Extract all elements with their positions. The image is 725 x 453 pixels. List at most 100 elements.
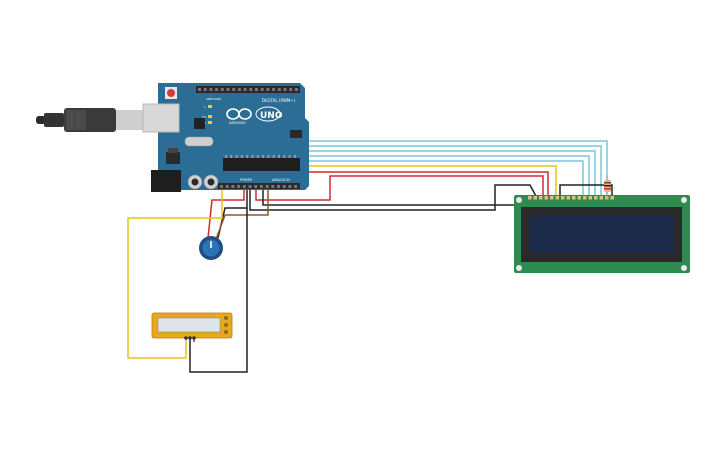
digital-pin-7[interactable] [232,88,236,91]
digital-pin-13[interactable] [266,88,270,91]
digital-pin-12[interactable] [260,88,264,91]
label-gnd: GND [214,97,222,101]
power-analog-pin-6[interactable] [248,185,252,188]
lcd-pin-9[interactable] [572,196,576,200]
lcd-mount-hole-tl [516,197,522,203]
power-analog-pin-14[interactable] [294,185,298,188]
wire-black-lcd-k[interactable] [559,184,613,198]
label-power: POWER [240,178,253,182]
atmega-pin-top-8[interactable] [262,155,265,158]
atmega-pin-top-2[interactable] [230,155,233,158]
digital-pin-18[interactable] [294,88,298,91]
power-analog-pin-1[interactable] [220,185,223,188]
atmega-pin-top-9[interactable] [267,155,270,158]
digital-pin-11[interactable] [255,88,258,91]
power-analog-pin-3[interactable] [231,185,235,188]
atmega-pin-top-3[interactable] [235,155,238,158]
digital-pin-9[interactable] [243,88,247,91]
wire-black-gnd-1[interactable] [249,184,538,211]
wire-black-gnd-2[interactable] [262,190,538,206]
atmega-pin-top-13[interactable] [288,155,291,158]
digital-pin-15[interactable] [277,88,281,91]
lcd-mount-hole-br [681,265,687,271]
atmega-pin-top-5[interactable] [246,155,249,158]
lcd-pin-6[interactable] [555,196,560,200]
lcd-pin-8[interactable] [566,196,571,200]
voltage-regulator [166,152,180,164]
sensor-pin-vcc[interactable] [192,336,196,340]
power-analog-pin-4[interactable] [237,185,241,188]
atmega-pin-top-4[interactable] [240,155,243,158]
digital-pin-6[interactable] [226,88,230,91]
atmega-pin-top-10[interactable] [272,155,275,158]
atmega-pin-top-11[interactable] [278,155,280,158]
digital-pin-17[interactable] [289,88,293,91]
atmega-pin-top-6[interactable] [251,155,254,158]
power-analog-pin-13[interactable] [288,185,292,188]
arduino-uno-board[interactable]: DIGITAL (PWM~) AREF GND ARDUINO UNO L TX… [142,83,309,192]
usb-cable[interactable] [36,108,144,132]
digital-pin-14[interactable] [272,88,276,91]
lcd-pin-13[interactable] [594,196,598,200]
power-analog-pin-12[interactable] [282,185,286,188]
usb-b-jack [142,103,180,133]
lcd-pin-11[interactable] [583,196,587,200]
power-analog-pin-7[interactable] [254,185,258,188]
wire-red-5v[interactable] [255,175,544,201]
digital-pin-16[interactable] [283,88,287,91]
lcd-pin-14[interactable] [599,196,604,200]
digital-pin-5[interactable] [220,88,224,91]
sensor-mount-hole-3 [224,330,228,334]
label-aref: AREF [206,97,214,101]
crystal [184,136,214,147]
atmega-pin-top-14[interactable] [293,155,296,158]
atmega-pin-top-12[interactable] [283,155,286,158]
potentiometer[interactable] [199,236,223,260]
power-analog-header[interactable] [218,183,300,189]
lcd-mount-hole-bl [516,265,522,271]
lcd-pin-5[interactable] [550,196,554,200]
usb-chip [194,118,205,129]
led-l [208,105,212,108]
wire-red-pot[interactable] [207,190,245,239]
power-analog-pin-11[interactable] [277,185,280,188]
digital-pin-8[interactable] [237,88,241,91]
wire-yellow-sensor[interactable] [127,190,223,359]
atmega-pin-top-7[interactable] [256,155,259,158]
sensor-module[interactable] [151,312,233,340]
lcd-16x2[interactable] [514,195,690,273]
atmega-pin-top-1[interactable] [225,155,227,158]
atmega-pins [225,155,296,158]
lcd-pin-7[interactable] [561,196,565,200]
resistor[interactable] [604,175,611,198]
power-analog-pin-10[interactable] [271,185,275,188]
digital-header[interactable] [196,86,300,93]
power-analog-pin-8[interactable] [259,185,263,188]
digital-pin-2[interactable] [203,88,207,91]
sensor-pin-gnd[interactable] [188,336,192,340]
power-analog-pin-5[interactable] [242,185,246,188]
wire-black-sensor[interactable] [189,208,248,373]
lcd-pin-16[interactable] [610,196,615,200]
lcd-screen [529,216,674,253]
wire-cyan-1[interactable] [285,95,602,198]
lcd-pin-4[interactable] [544,196,549,200]
power-analog-pins [220,185,298,188]
icsp-header [290,130,302,138]
dc-power-jack [151,170,181,192]
digital-pin-3[interactable] [209,88,213,91]
lcd-pin-1[interactable] [528,196,532,200]
power-analog-pin-2[interactable] [225,185,229,188]
led-rx [208,121,212,124]
sensor-pin-out[interactable] [184,336,188,340]
lcd-pin-10[interactable] [577,196,582,200]
digital-pin-4[interactable] [215,88,219,91]
power-analog-pin-9[interactable] [265,185,269,188]
digital-pin-1[interactable] [198,88,201,91]
lcd-pin-12[interactable] [588,196,593,200]
lcd-pin-2[interactable] [533,196,538,200]
reset-button-cap [167,89,175,97]
digital-pin-10[interactable] [249,88,253,91]
lcd-pin-3[interactable] [539,196,543,200]
